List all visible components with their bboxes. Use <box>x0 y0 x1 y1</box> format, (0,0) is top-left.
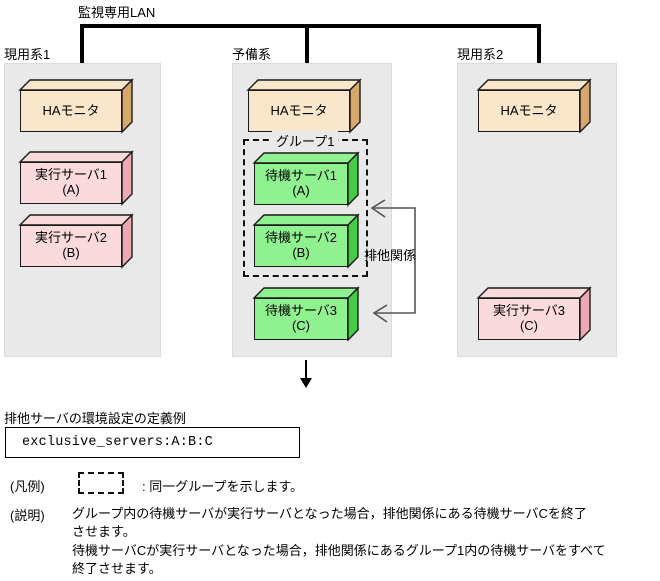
box-label-line1: 実行サーバ1 <box>34 167 108 183</box>
description-line-4: 終了させます。 <box>72 561 162 577</box>
box-standby-server-1: 待機サーバ1 (A) <box>252 151 360 207</box>
box-standby-server-2: 待機サーバ2 (B) <box>252 213 360 269</box>
box-label-line1: 待機サーバ3 <box>264 303 338 319</box>
definition-code-text: exclusive_servers:A:B:C <box>22 435 213 450</box>
description-tag: (説明) <box>10 508 45 523</box>
box-label-line1: 実行サーバ3 <box>492 303 566 319</box>
box-label-line2: (B) <box>292 245 310 260</box>
box-label-line1: 待機サーバ1 <box>264 168 338 184</box>
lan-drop-standby <box>305 24 309 64</box>
system-label-standby: 予備系 <box>232 47 272 62</box>
box-ha-monitor-active1: HAモニタ <box>18 78 134 134</box>
box-ha-monitor-standby: HAモニタ <box>246 78 362 134</box>
description-line-2: させます。 <box>72 524 136 540</box>
legend-dashed-sample <box>78 472 124 494</box>
box-active-server-2: 実行サーバ2 (B) <box>18 213 134 269</box>
box-label-line1: 実行サーバ2 <box>34 230 108 246</box>
definition-code-box: exclusive_servers:A:B:C <box>5 427 300 458</box>
box-label-line1: 待機サーバ2 <box>264 230 338 246</box>
lan-bus-horizontal <box>80 24 541 28</box>
description-line-3: 待機サーバCが実行サーバとなった場合，排他関係にあるグループ1内の待機サーバをす… <box>72 542 606 558</box>
box-label-line2: (A) <box>292 183 310 198</box>
exclusive-relation-connector <box>355 198 425 323</box>
system-label-active2: 現用系2 <box>457 47 504 62</box>
lan-drop-active2 <box>537 24 541 64</box>
box-label-line1: HAモニタ <box>42 102 100 118</box>
box-active-server-1: 実行サーバ1 (A) <box>18 150 134 206</box>
box-label-line2: (A) <box>62 182 80 197</box>
box-ha-monitor-active2: HAモニタ <box>476 78 592 134</box>
box-label-line2: (B) <box>62 245 80 260</box>
box-label-line1: HAモニタ <box>500 102 558 118</box>
down-arrow <box>296 360 316 388</box>
exclusive-relation-label: 排他関係 <box>364 248 417 263</box>
lan-drop-active1 <box>80 24 84 64</box>
legend-tag: (凡例) <box>10 479 45 494</box>
box-label-line1: HAモニタ <box>270 102 328 118</box>
lan-label: 監視専用LAN <box>78 5 156 20</box>
box-label-line2: (C) <box>519 318 539 333</box>
description-line-1: グループ内の待機サーバが実行サーバとなった場合，排他関係にある待機サーバCを終了 <box>72 506 587 521</box>
box-label-line2: (C) <box>291 318 311 333</box>
box-standby-server-3: 待機サーバ3 (C) <box>252 286 360 342</box>
description-body: グループ内の待機サーバが実行サーバとなった場合，排他関係にある待機サーバCを終了… <box>72 505 656 579</box>
group1-label: グループ1 <box>272 131 339 150</box>
definition-title: 排他サーバの環境設定の定義例 <box>4 411 186 426</box>
legend-text: : 同一グループを示します。 <box>142 479 304 494</box>
system-label-active1: 現用系1 <box>4 47 51 62</box>
box-active-server-3: 実行サーバ3 (C) <box>476 286 592 342</box>
